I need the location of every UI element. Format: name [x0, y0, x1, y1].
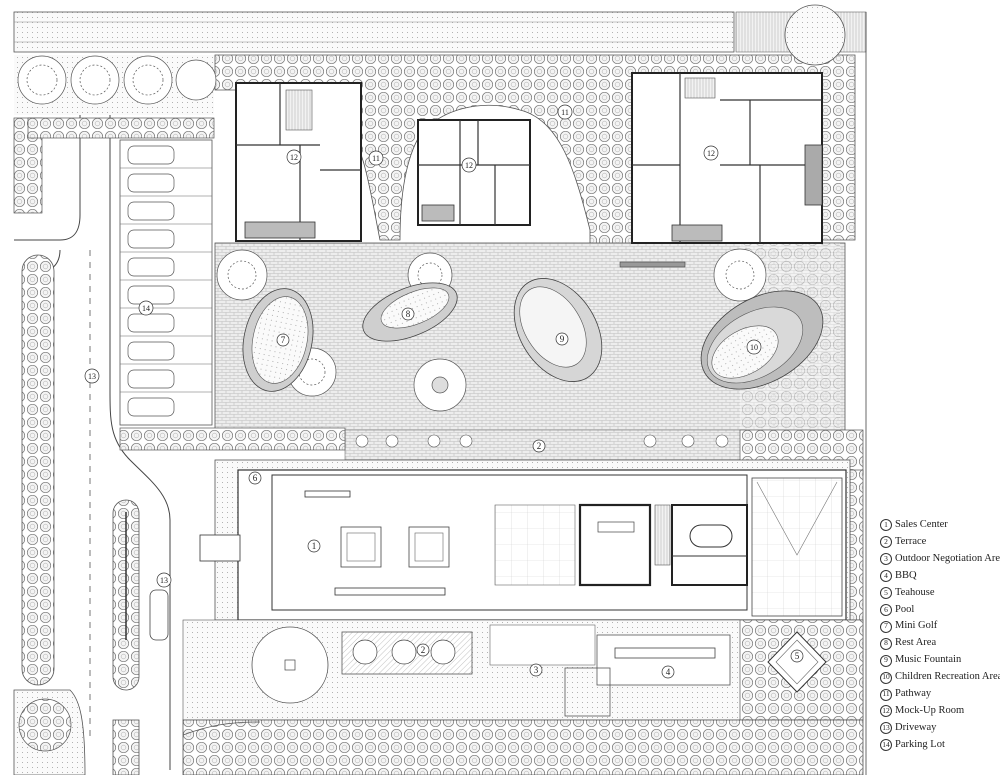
parking-lot [119, 139, 213, 426]
legend-label: Music Fountain [895, 654, 962, 666]
svg-text:2: 2 [537, 441, 542, 451]
callout-13-upper: 13 [84, 368, 100, 384]
bbq-area [596, 634, 731, 686]
callout-10: 10 [746, 339, 762, 355]
svg-text:12: 12 [290, 153, 298, 162]
callout-5: 5 [790, 649, 804, 663]
sales-center-building [199, 469, 847, 621]
legend-label: Terrace [895, 535, 927, 547]
legend-number: 14 [880, 739, 892, 752]
svg-text:12: 12 [707, 149, 715, 158]
legend-label: Driveway [895, 721, 937, 733]
legend-label: Children Recreation Area [895, 671, 1000, 683]
callout-13-lower: 13 [156, 572, 172, 588]
nw-trees [17, 55, 217, 105]
legend-label: Mini Golf [895, 620, 938, 632]
callout-11-left: 11 [368, 150, 384, 166]
legend-number: 3 [880, 553, 892, 566]
svg-text:11: 11 [561, 108, 569, 117]
legend-label: Pool [895, 603, 915, 615]
callout-2-south: 2 [416, 643, 430, 657]
legend-label: Teahouse [895, 586, 935, 598]
top-road-strip [13, 11, 735, 53]
music-fountain [513, 278, 603, 382]
callout-11-right: 11 [557, 104, 573, 120]
legend-number: 10 [880, 671, 892, 684]
south-tree [251, 626, 329, 704]
callout-12-center: 12 [461, 157, 477, 173]
callout-8: 8 [401, 307, 415, 321]
svg-text:8: 8 [406, 309, 411, 319]
legend-number: 5 [880, 587, 892, 600]
svg-text:14: 14 [142, 304, 150, 313]
svg-text:13: 13 [160, 576, 168, 585]
legend-number: 11 [880, 688, 892, 701]
svg-text:6: 6 [253, 473, 258, 483]
legend-label: Sales Center [895, 519, 948, 530]
legend-label: Outdoor Negotiation Area [895, 552, 1000, 564]
svg-text:10: 10 [750, 343, 758, 352]
legend-label: Mock-Up Room [895, 704, 965, 716]
legend-label: Parking Lot [895, 738, 945, 750]
legend-number: 6 [880, 603, 892, 616]
callout-3: 3 [529, 663, 543, 677]
svg-text:9: 9 [560, 334, 565, 344]
legend-number: 12 [880, 705, 892, 718]
callout-14: 14 [138, 300, 154, 316]
west-hedge-long [21, 254, 55, 686]
callouts: 1 2 2 3 4 5 6 7 8 9 10 11 11 12 12 12 13… [84, 104, 804, 679]
legend-number: 9 [880, 654, 892, 667]
svg-text:12: 12 [465, 161, 473, 170]
svg-text:13: 13 [88, 372, 96, 381]
svg-text:4: 4 [666, 667, 671, 677]
ne-tree [784, 4, 846, 66]
callout-1: 1 [307, 539, 321, 553]
svg-text:5: 5 [795, 651, 800, 661]
legend-label: BBQ [895, 569, 917, 581]
car [149, 589, 169, 641]
legend-number: 13 [880, 722, 892, 735]
outdoor-negotiation-area [489, 624, 596, 666]
legend-label: Pathway [895, 688, 932, 700]
legend-label: Rest Area [895, 637, 937, 649]
callout-6: 6 [248, 471, 262, 485]
legend-number: 2 [880, 536, 892, 549]
callout-7: 7 [276, 333, 290, 347]
callout-4: 4 [661, 665, 675, 679]
svg-text:11: 11 [372, 154, 380, 163]
rosettes [355, 434, 729, 448]
callout-9: 9 [555, 332, 569, 346]
south-hedge [182, 719, 864, 775]
legend-number: 4 [880, 570, 892, 583]
svg-text:2: 2 [421, 645, 426, 655]
svg-text:3: 3 [534, 665, 539, 675]
legend-number: 7 [880, 620, 892, 633]
callout-12-west: 12 [286, 149, 302, 165]
legend-number: 8 [880, 637, 892, 650]
mockup-room-east [631, 72, 823, 244]
callout-12-east: 12 [703, 145, 719, 161]
legend-number: 1 [880, 519, 892, 532]
svg-text:1: 1 [312, 541, 317, 551]
callout-2-north: 2 [532, 439, 546, 453]
svg-text:7: 7 [281, 335, 286, 345]
mockup-room-center [417, 119, 531, 226]
